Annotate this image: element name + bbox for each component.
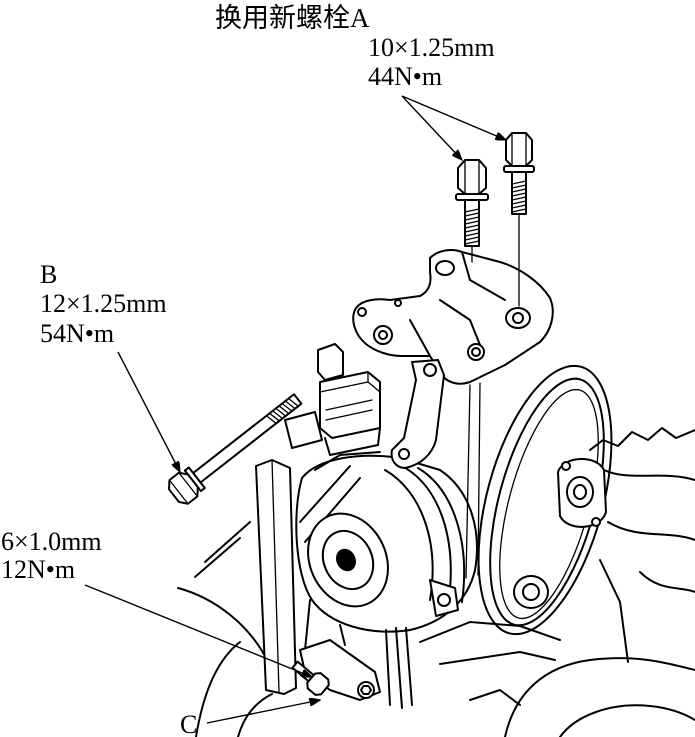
- ac-compressor: [295, 451, 478, 633]
- engine-cover-line: [639, 571, 695, 593]
- bolt-b-torque: 54N•m: [40, 319, 114, 348]
- bolt-a-title: 换用新螺栓A: [215, 3, 370, 33]
- crank-pulley: [477, 364, 613, 636]
- bolt-insertion-lines: [471, 213, 520, 307]
- leader-lower-bolt: [84, 584, 312, 678]
- bracket-rivet: [394, 299, 402, 307]
- boss-bolt: [561, 461, 571, 471]
- left-contour: [195, 641, 241, 737]
- engine-cover-line: [607, 521, 695, 541]
- clutch-ring: [321, 529, 375, 591]
- bracket-arm: [390, 359, 445, 469]
- bolt-a-threads: [464, 208, 480, 245]
- bolt-b-letter: B: [40, 260, 57, 289]
- arm-hole: [398, 448, 410, 460]
- bolt-a-head: [505, 132, 533, 167]
- engine-cover-edge: [589, 427, 695, 451]
- engine-cover-line: [603, 469, 695, 481]
- bolt-a-head-facets: [511, 132, 527, 167]
- lower-bolt-torque: 12N•m: [1, 555, 75, 584]
- boss-hole-inner: [573, 484, 587, 500]
- connector-base: [324, 427, 381, 456]
- boss-bolt: [591, 517, 601, 527]
- bracket-hole-inner: [471, 347, 481, 357]
- strut-edge: [271, 459, 280, 693]
- guide-lines: [465, 382, 481, 579]
- mount-ear-hole: [437, 593, 451, 607]
- bracket-hole: [467, 343, 485, 361]
- lower-contour: [504, 657, 695, 737]
- lower-contour: [439, 651, 556, 665]
- left-contour: [237, 693, 273, 737]
- leader-bolt-a-right: [401, 95, 506, 141]
- lower-boss-hole: [522, 583, 540, 601]
- connector-plug: [317, 343, 344, 381]
- bolt-b-threads: [265, 397, 299, 425]
- connector-ribs: [319, 371, 381, 421]
- bolt-b: [168, 393, 303, 505]
- compressor-top-edge: [314, 451, 381, 471]
- support-strut: [255, 459, 297, 695]
- lower-contour: [469, 689, 521, 706]
- bracket-rivet: [357, 307, 367, 317]
- linkage-rods: [385, 627, 413, 709]
- engine-mount-boss: [557, 457, 607, 528]
- upper-mount-bracket: [352, 249, 554, 385]
- leader-lines: [84, 95, 506, 724]
- bracket-hole: [435, 260, 455, 276]
- leader-bolt-c: [206, 700, 320, 724]
- bolt-a-head: [457, 159, 487, 195]
- bracket-hole-inner: [512, 312, 524, 324]
- electrical-connector: [317, 343, 381, 456]
- bracket-ribs: [409, 251, 506, 357]
- bracket-hole: [373, 325, 393, 345]
- bolt-a-left: [455, 159, 489, 247]
- leader-bolt-b: [117, 351, 180, 472]
- bolt-a-right: [503, 132, 535, 215]
- left-contour: [194, 537, 241, 578]
- bracket-legs: [304, 599, 346, 651]
- bolt-c-right: [357, 681, 375, 699]
- bolt-b-head-facets: [168, 472, 199, 505]
- rear-bracket: [284, 411, 323, 449]
- engine-block-right: [589, 427, 695, 663]
- arm-body: [390, 359, 445, 469]
- bolt-c-washer: [357, 681, 375, 699]
- bolt-a-size: 10×1.25mm: [368, 33, 495, 62]
- lower-boss: [513, 575, 549, 609]
- lower-bolt-size: 6×1.0mm: [1, 527, 102, 556]
- bolt-a-torque: 44N•m: [368, 62, 442, 91]
- engine-block-left: [177, 521, 273, 737]
- lower-contour: [559, 704, 695, 737]
- left-contour: [177, 587, 269, 663]
- bolt-c-head: [306, 672, 330, 696]
- callout-labels: 换用新螺栓A 10×1.25mm 44N•m B 12×1.25mm 54N•m…: [1, 3, 495, 737]
- bracket-hole: [505, 307, 531, 329]
- arm-bolt: [423, 363, 437, 377]
- clutch-hub: [336, 548, 356, 572]
- bolt-b-size: 12×1.25mm: [40, 289, 167, 318]
- bolt-a-head-facets: [464, 159, 480, 195]
- lower-contour: [419, 621, 561, 643]
- bolt-b-head: [168, 471, 199, 505]
- boss-hole: [566, 476, 594, 508]
- bolt-a-threads: [511, 180, 527, 213]
- leader-bolt-a-left: [401, 95, 462, 160]
- engine-block-lower: [419, 575, 695, 737]
- engine-cover-line: [599, 559, 629, 663]
- left-contour: [204, 521, 251, 563]
- bolt-c-letter: C: [180, 710, 197, 737]
- bolt-c-head: [360, 685, 372, 695]
- bracket-hole-inner: [378, 330, 388, 340]
